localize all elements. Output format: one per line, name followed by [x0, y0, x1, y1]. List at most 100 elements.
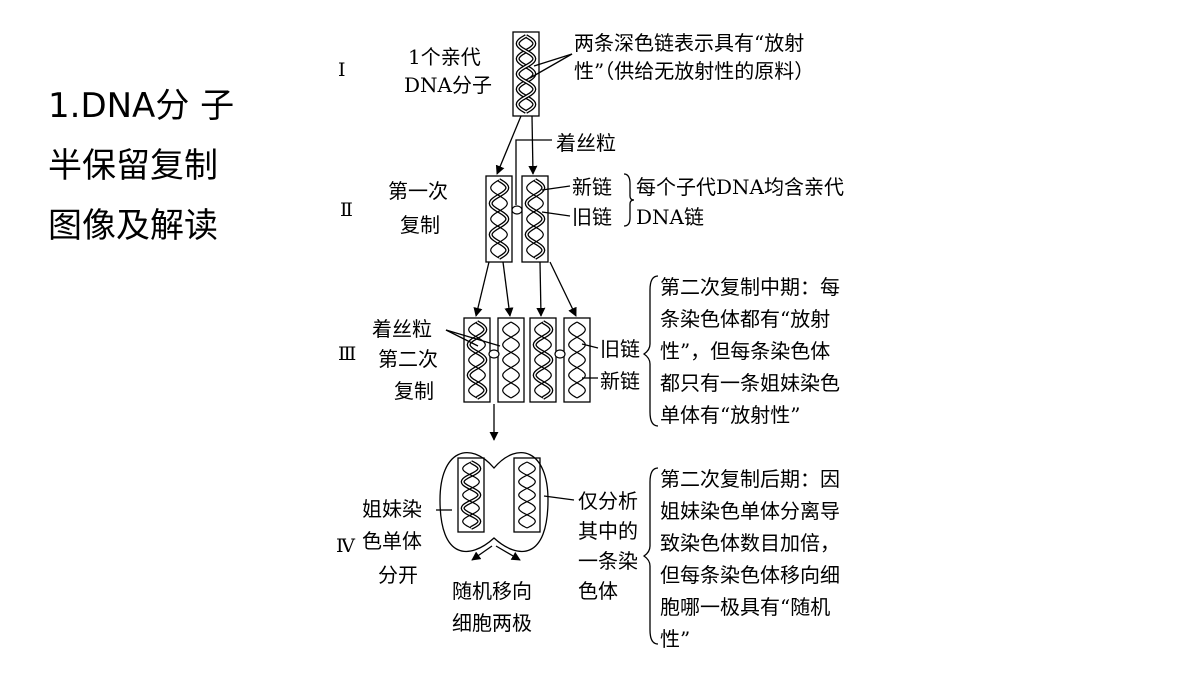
- stage-4-note-line-5: 胞哪一极具有“随机: [660, 595, 831, 619]
- stage-4-note-line-1: 第二次复制后期：因: [660, 467, 840, 491]
- stage-4-left-line-2: 色单体: [362, 529, 422, 553]
- arrow-1-to-2-left: [495, 115, 522, 175]
- stage-3-chromatid-2-frame: [497, 317, 525, 403]
- stage-1-parent-dna-strand-a-core: [516, 35, 536, 113]
- stage-3-chromatid-4-strand-a: [568, 321, 586, 399]
- title-line-2: 半保留复制: [48, 146, 218, 186]
- arrow-2-to-3-b: [502, 261, 514, 317]
- arrow-2-to-3-d: [549, 261, 577, 317]
- stage-4-chromatid-right-frame: [513, 457, 541, 533]
- stage-4-left-line-1: 姐妹染: [362, 497, 422, 521]
- stage-4-analysis-pointer: [543, 495, 575, 501]
- stage-3-note-line-5: 单体有“放射性”: [660, 403, 801, 427]
- stage-4-brace: [642, 467, 659, 645]
- stage-3-chromatid-3-strand-b: [534, 321, 552, 399]
- stage-1-parent-dna: [512, 31, 540, 117]
- stage-3-chromatid-1-strand-a-core: [467, 321, 487, 399]
- stage-4-left-line-3: 分开: [378, 563, 418, 587]
- stage-2-note-line-2: DNA链: [636, 205, 704, 229]
- title-line-1: 1.DNA分 子: [48, 86, 235, 126]
- stage-2-new-chain-label: 新链: [572, 175, 612, 199]
- stage-1-parent-dna-strand-b-core: [516, 35, 536, 113]
- stage-4-chromatid-right-strand-a: [518, 461, 536, 529]
- stage-3-note-line-1: 第二次复制中期：每: [660, 275, 840, 299]
- stage-3-chromatid-4-strand-b: [568, 321, 586, 399]
- stage-3-chromatid-1: [463, 317, 491, 403]
- stage-1-label-line-2: DNA分子: [404, 73, 492, 97]
- stage-3-numeral: Ⅲ: [338, 343, 357, 365]
- helix-layer: [457, 31, 591, 533]
- stage-2-chromatid-right-strand-a-core: [525, 179, 545, 259]
- stage-1-pointer-a: [533, 53, 573, 67]
- stage-2-centromere: [511, 205, 523, 215]
- stage-1-note-line-2: 性”（供给无放射性的原料）: [574, 59, 815, 83]
- stage-4-analysis-line-2: 其中的: [578, 519, 638, 543]
- stage-2-chromatid-left-strand-a-core: [489, 179, 509, 259]
- stage-3-chromatid-4-frame: [563, 317, 591, 403]
- stage-2-old-chain-label: 旧链: [572, 205, 612, 229]
- arrow-2-to-3-c: [536, 261, 546, 317]
- stage-4-move-arrow-left: [471, 545, 493, 561]
- stage-2-chromatid-left: [485, 175, 513, 263]
- title-line-3: 图像及解读: [48, 206, 218, 246]
- stage-3-brace: [642, 275, 659, 427]
- stage-4-numeral: Ⅳ: [336, 535, 355, 557]
- stage-4-chromatid-left: [457, 457, 485, 533]
- stage-4-chromatid-left-strand-a-core: [461, 461, 481, 529]
- stage-3-chromatid-2-strand-b: [502, 321, 520, 399]
- connector-layer: [436, 53, 659, 645]
- stage-4-note-line-6: 性”: [660, 627, 691, 651]
- stage-4-bottom-line-2: 细胞两极: [452, 611, 532, 635]
- stage-3-label-line-1: 着丝粒: [372, 317, 432, 341]
- stage-4-analysis-line-1: 仅分析: [578, 489, 638, 513]
- stage-3-new-chain-label: 新链: [600, 369, 640, 393]
- stage-4-chromatid-right-strand-b: [518, 461, 536, 529]
- stage-3-chromatid-3-strand-a-core: [533, 321, 553, 399]
- stage-2-label-line-1: 第一次: [388, 179, 448, 203]
- stage-3-note-line-4: 都只有一条姐妹染色: [660, 371, 840, 395]
- stage-2-centromere-label: 着丝粒: [556, 131, 616, 155]
- stage-2-chromatid-left-strand-b: [490, 179, 508, 259]
- stage-3-chromatid-2: [497, 317, 525, 403]
- stage-4-analysis-line-4: 色体: [578, 579, 618, 603]
- stage-3-label-line-2: 第二次: [378, 347, 438, 371]
- stage-3-centromere-pointer-a: [445, 329, 479, 347]
- arrow-1-to-2-right: [528, 115, 538, 175]
- stage-2-old-chain-pointer: [541, 211, 571, 217]
- arrow-2-to-3-a: [473, 261, 490, 317]
- stage-4-bottom-line-1: 随机移向: [452, 579, 532, 603]
- stage-1-pointer-b: [529, 53, 573, 79]
- stage-2-label-line-2: 复制: [400, 213, 440, 237]
- stage-3-old-chain-label: 旧链: [600, 337, 640, 361]
- stage-3-centromere-left: [488, 349, 500, 359]
- stage-2-chromatid-right-strand-b: [526, 179, 544, 259]
- stage-4-move-arrow-right: [495, 545, 521, 561]
- stage-2-brace: [623, 173, 635, 227]
- stage-3-chromatid-3: [529, 317, 557, 403]
- stage-1-label-line-1: 1个亲代: [408, 45, 481, 69]
- stage-3-centromere-right: [554, 349, 566, 359]
- stage-2-note-line-1: 每个子代DNA均含亲代: [636, 175, 844, 199]
- stage-4-chromatid-right: [513, 457, 541, 533]
- stage-4-note-line-2: 姐妹染色单体分离导: [660, 499, 840, 523]
- stage-2-numeral: Ⅱ: [340, 199, 353, 221]
- stage-3-chromatid-2-strand-a: [502, 321, 520, 399]
- stage-3-old-chain-pointer: [581, 343, 599, 349]
- stage-3-label-line-3: 复制: [394, 379, 434, 403]
- stage-1-note-line-1: 两条深色链表示具有“放射: [574, 31, 805, 55]
- stage-3-note-line-2: 条染色体都有“放射: [660, 307, 831, 331]
- stage-1-numeral: Ⅰ: [338, 59, 346, 81]
- stage-3-chromatid-1-strand-b: [468, 321, 486, 399]
- stage-3-note-line-3: 性”，但每条染色体: [660, 339, 831, 363]
- stage-4-note-line-3: 致染色体数目加倍，: [660, 531, 840, 555]
- stage-4-cell-outline: [439, 451, 549, 552]
- stage-2-centromere-pointer: [515, 139, 552, 205]
- stage-4-analysis-line-3: 一条染: [578, 549, 638, 573]
- stage-2-chromatid-right: [521, 175, 549, 263]
- stage-2-new-chain-pointer: [541, 185, 571, 191]
- stage-3-chromatid-4: [563, 317, 591, 403]
- stage-3-centromere-pointer-b: [445, 329, 501, 347]
- stage-4-note-line-4: 但每条染色体移向细: [660, 563, 840, 587]
- stage-4-chromatid-left-strand-b: [462, 461, 480, 529]
